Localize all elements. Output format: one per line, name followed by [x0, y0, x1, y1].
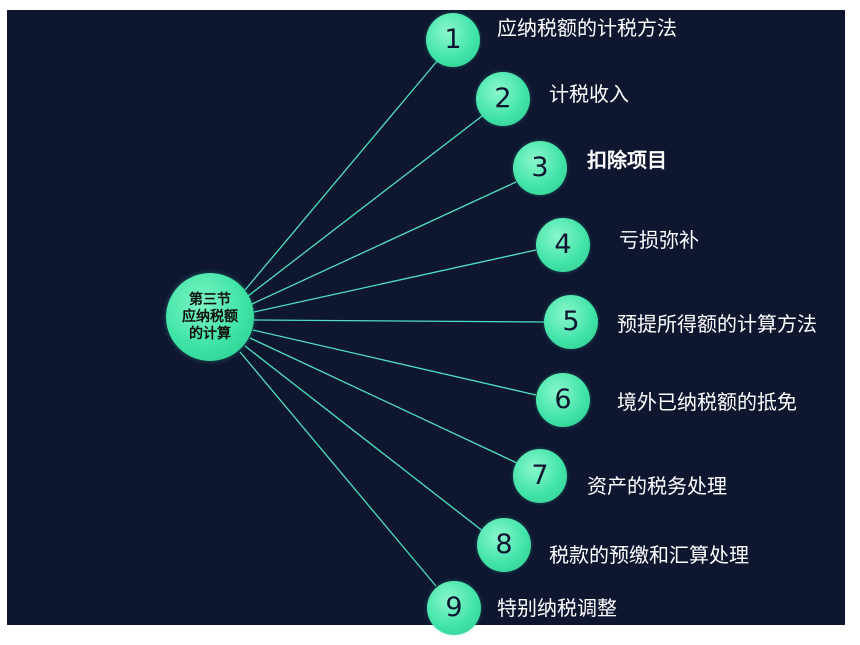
node-label-3: 扣除项目: [587, 148, 667, 172]
node-number-2: 2: [476, 72, 530, 126]
node-number-7: 7: [513, 449, 567, 503]
node-number-3: 3: [513, 141, 567, 195]
central-topic-line-1: 第三节: [189, 291, 231, 308]
connector-3: [251, 181, 517, 305]
connector-5: [253, 319, 545, 323]
node-number-5: 5: [544, 295, 598, 349]
central-topic-node: 第三节 应纳税额 的计算: [166, 273, 254, 361]
node-number-4: 4: [536, 218, 590, 272]
connector-4: [253, 249, 537, 313]
node-number-8: 8: [477, 518, 531, 572]
node-label-2: 计税收入: [549, 82, 629, 106]
central-topic-line-2: 应纳税额: [182, 308, 238, 325]
node-label-4: 亏损弥补: [619, 228, 699, 252]
connector-7: [249, 337, 518, 464]
connector-2: [247, 112, 487, 297]
node-number-6: 6: [536, 373, 590, 427]
central-topic-line-3: 的计算: [189, 325, 231, 342]
node-label-5: 预提所得额的计算方法: [617, 312, 817, 336]
node-label-8: 税款的预缴和汇算处理: [549, 543, 749, 567]
node-label-9: 特别纳税调整: [497, 596, 617, 620]
node-label-6: 境外已纳税额的抵免: [617, 390, 797, 414]
slide-background: [7, 10, 845, 625]
node-label-1: 应纳税额的计税方法: [497, 16, 677, 40]
connector-9: [239, 351, 437, 587]
connector-1: [244, 59, 439, 291]
node-number-1: 1: [426, 13, 480, 67]
node-number-9: 9: [427, 581, 481, 635]
connector-6: [252, 329, 537, 396]
node-label-7: 资产的税务处理: [587, 474, 727, 498]
connector-8: [244, 345, 485, 533]
